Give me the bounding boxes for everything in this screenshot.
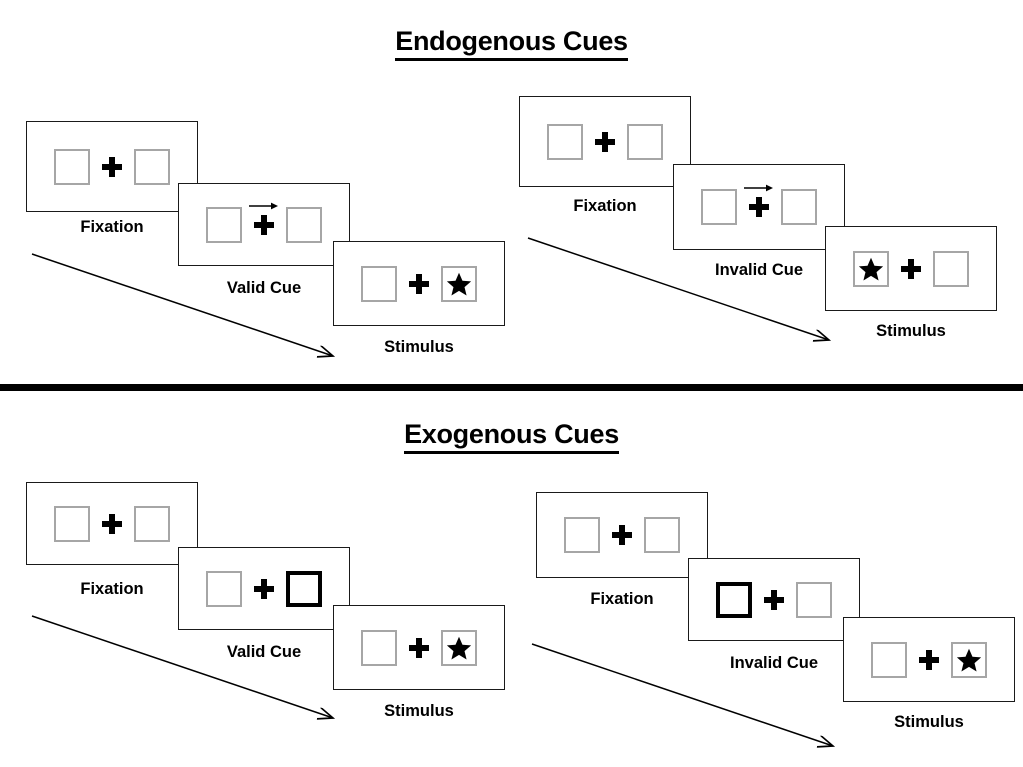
time-arrow-endogenous-valid [31, 253, 348, 366]
left-box [206, 570, 242, 607]
fixation-cross-icon [102, 156, 122, 177]
panel-endogenous-valid-cue[interactable] [178, 183, 350, 266]
caption-valid-cue: Valid Cue [226, 279, 302, 297]
right-box [134, 148, 170, 185]
left-box [54, 505, 90, 542]
panel-inner [54, 505, 170, 542]
panel-inner [361, 265, 477, 302]
fixation-cross-icon [409, 273, 429, 294]
caption-invalid-cue: Invalid Cue [729, 654, 819, 672]
section-title-endogenous-text: Endogenous Cues [395, 26, 628, 61]
fixation-cross-icon [764, 589, 784, 610]
caption-stimulus: Stimulus [876, 322, 946, 340]
left-box [206, 206, 242, 243]
right-box [441, 265, 477, 302]
panel-inner [716, 581, 832, 618]
arrow-cue-right-icon [744, 184, 773, 192]
panel-exogenous-invalid-stimulus[interactable] [843, 617, 1015, 702]
panel-exogenous-valid-cue[interactable] [178, 547, 350, 630]
caption-invalid-cue: Invalid Cue [714, 261, 804, 279]
panel-endogenous-valid-stimulus[interactable] [333, 241, 505, 326]
caption-fixation: Fixation [573, 197, 637, 215]
fixation-cross-icon [595, 131, 615, 152]
group-endogenous-invalid: Fixation Invalid Cue Stimulus [519, 96, 997, 390]
caption-stimulus: Stimulus [384, 702, 454, 720]
section-title-endogenous: Endogenous Cues [0, 26, 1023, 61]
panel-inner [547, 123, 663, 160]
panel-endogenous-valid-fixation[interactable] [26, 121, 198, 212]
right-box [796, 581, 832, 618]
fixation-cross-icon [612, 525, 632, 545]
left-box-cued [716, 581, 752, 618]
right-box-cued [286, 570, 322, 607]
section-divider [0, 384, 1023, 391]
fixation-cross-icon [409, 637, 429, 658]
time-arrow-exogenous-invalid [531, 643, 848, 756]
fixation-cross-icon [102, 513, 122, 534]
fixation-cross-icon [744, 184, 773, 217]
panel-inner [206, 202, 322, 243]
panel-exogenous-valid-stimulus[interactable] [333, 605, 505, 690]
left-box [853, 250, 889, 287]
right-box [781, 189, 817, 225]
fixation-cross-icon [254, 578, 274, 599]
fixation-cross-icon [249, 202, 278, 235]
star-target-icon [956, 648, 982, 671]
left-box [701, 189, 737, 225]
panel-exogenous-valid-fixation[interactable] [26, 482, 198, 565]
panel-inner [871, 641, 987, 678]
panel-endogenous-invalid-fixation[interactable] [519, 96, 691, 187]
arrow-cue-right-icon [249, 202, 278, 209]
right-box [134, 505, 170, 542]
left-box [871, 641, 907, 678]
star-target-icon [446, 272, 472, 295]
caption-fixation: Fixation [80, 218, 144, 236]
panel-inner [206, 570, 322, 607]
section-title-exogenous-text: Exogenous Cues [404, 419, 619, 454]
panel-inner [361, 629, 477, 666]
left-box [361, 629, 397, 666]
panel-endogenous-invalid-cue[interactable] [673, 164, 845, 250]
left-box [361, 265, 397, 302]
panel-inner [54, 148, 170, 185]
panel-exogenous-invalid-fixation[interactable] [536, 492, 708, 578]
caption-fixation: Fixation [80, 580, 144, 598]
caption-fixation: Fixation [590, 590, 654, 608]
group-exogenous-valid: Fixation Valid Cue Stimulus [26, 482, 505, 728]
fixation-cross-icon [901, 258, 921, 279]
caption-valid-cue: Valid Cue [226, 643, 302, 661]
panel-inner [701, 184, 817, 225]
section-title-exogenous: Exogenous Cues [0, 419, 1023, 454]
left-box [54, 148, 90, 185]
group-endogenous-valid: Fixation Valid Cue Stimulus [0, 0, 520, 390]
panel-inner [564, 517, 680, 553]
star-target-icon [446, 636, 472, 659]
right-box [951, 641, 987, 678]
fixation-cross-icon [919, 649, 939, 670]
caption-stimulus: Stimulus [384, 338, 454, 356]
left-box [564, 517, 600, 553]
right-box [286, 206, 322, 243]
caption-stimulus: Stimulus [894, 713, 964, 731]
star-target-icon [858, 257, 884, 280]
left-box [547, 123, 583, 160]
right-box [644, 517, 680, 553]
panel-endogenous-invalid-stimulus[interactable] [825, 226, 997, 311]
time-arrow-endogenous-invalid [527, 237, 844, 350]
right-box [441, 629, 477, 666]
right-box [933, 250, 969, 287]
panel-inner [853, 250, 969, 287]
time-arrow-exogenous-valid [31, 615, 348, 728]
right-box [627, 123, 663, 160]
panel-exogenous-invalid-cue[interactable] [688, 558, 860, 641]
